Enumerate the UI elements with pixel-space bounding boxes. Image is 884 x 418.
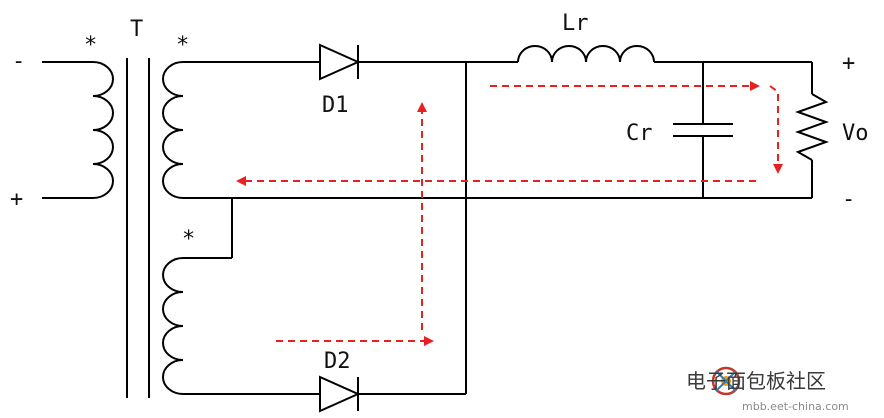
current-arrow-load-down xyxy=(769,85,783,174)
label-d1: D1 xyxy=(322,93,349,118)
transformer-secondary-top-winding xyxy=(162,61,320,199)
label-cr: Cr xyxy=(626,121,653,146)
watermark: 电子面包板社区 mbb.eet-china.com xyxy=(686,366,849,413)
watermark-logo-icon xyxy=(711,366,741,396)
transformer-primary-winding xyxy=(42,61,114,199)
transformer-secondary-bottom-winding xyxy=(162,257,320,395)
label-output-pos: + xyxy=(842,51,855,76)
diode-d2 xyxy=(319,375,466,413)
dot-marker-primary: * xyxy=(84,33,97,58)
transformer-core xyxy=(126,58,150,398)
load-resistor xyxy=(795,62,829,198)
label-output-neg: - xyxy=(842,187,855,212)
label-lr: Lr xyxy=(562,11,589,36)
label-primary-pos: + xyxy=(10,187,23,212)
watermark-text: 电子面包板社区 xyxy=(686,369,826,393)
diode-d1 xyxy=(319,43,466,81)
watermark-url: mbb.eet-china.com xyxy=(742,400,849,413)
dot-marker-secondary-top: * xyxy=(176,33,189,58)
label-d2: D2 xyxy=(324,349,351,374)
label-primary-neg: - xyxy=(12,49,25,74)
capacitor-cr xyxy=(673,62,733,198)
label-vo: Vo xyxy=(842,121,869,146)
label-transformer: T xyxy=(130,17,143,42)
inductor-lr xyxy=(466,45,812,63)
dot-marker-secondary-bottom: * xyxy=(182,227,195,252)
center-tap-wire xyxy=(231,197,466,258)
current-path-arrows xyxy=(236,81,783,346)
